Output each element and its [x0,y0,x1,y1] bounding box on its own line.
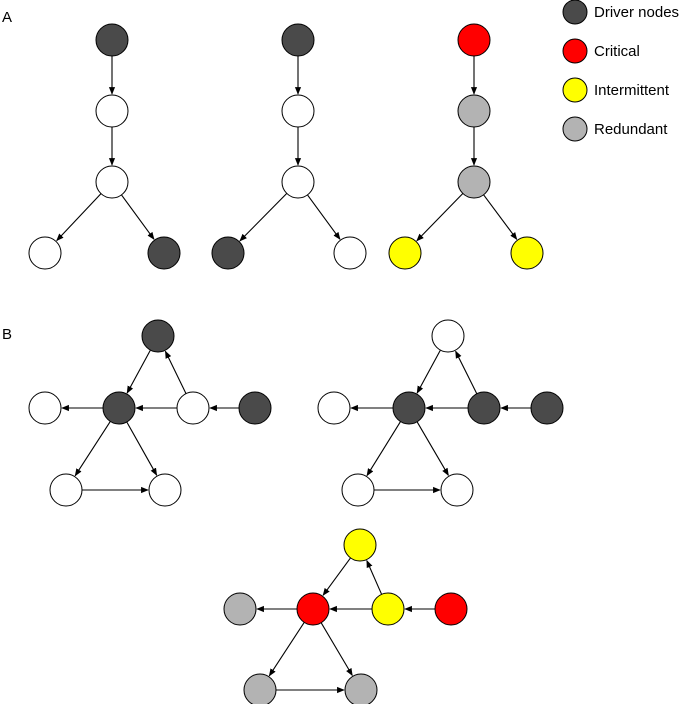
graph-b2-edge-0 [416,349,441,394]
graph-a1-node-2-plain [95,165,129,199]
graph-a2-node-1-plain [281,94,315,128]
graph-a1-node-1-plain [95,94,129,128]
legend-swatch-redundant [562,116,588,142]
graph-b3-edge-5 [268,622,305,677]
graph-b1-edge-0 [126,349,151,394]
panel-b-label: B [2,326,12,343]
graph-b3-edge-0 [322,557,351,596]
graph-b3-node-1-redundant [223,592,257,626]
graph-a2 [211,23,367,270]
legend-swatch-intermittent [562,77,588,103]
graph-b1-node-0-driver [141,319,175,353]
graph-b1-edge-3 [164,350,187,394]
graph-a1-node-0-driver [95,23,129,57]
graph-b3-node-0-intermittent [343,528,377,562]
graph-a1-node-3-plain [28,236,62,270]
legend-label-intermittent: Intermittent [594,82,670,99]
legend-swatch-critical [562,38,588,64]
graph-a2-node-0-driver [281,23,315,57]
legend-label-critical: Critical [594,43,640,60]
graph-b1-node-3-plain [176,391,210,425]
graph-a3-edge-2 [416,193,464,242]
graph-b2-node-5-plain [341,473,375,507]
graph-b1-node-6-plain [148,473,182,507]
graph-a2-node-4-plain [333,236,367,270]
graph-a2-node-3-driver [211,236,245,270]
graph-a2-edge-2 [239,193,288,242]
graph-b2-node-2-driver [392,391,426,425]
graph-b3-edge-6 [320,622,353,677]
graph-b1 [28,319,272,507]
graph-b3-node-5-redundant [243,673,277,704]
graph-b1-node-4-driver [238,391,272,425]
graph-b3-node-2-critical [296,592,330,626]
graph-b2 [317,319,564,507]
legend-swatch-driver [562,0,588,25]
graph-a2-edge-3 [307,194,341,240]
graph-a3-edge-3 [483,194,518,241]
graph-a1-edge-2 [56,193,102,242]
graph-b2-edge-3 [455,350,478,394]
graph-b3-node-6-redundant [344,673,378,704]
graph-a1 [28,23,181,270]
panel-a-label: A [2,9,12,26]
graph-a2-node-2-plain [281,165,315,199]
graph-b2-node-1-plain [317,391,351,425]
graph-b1-node-2-driver [102,391,136,425]
graph-a3-node-2-redundant [457,165,491,199]
legend-label-driver: Driver nodes [594,4,679,21]
graph-a3-node-1-redundant [457,94,491,128]
graph-b2-node-4-driver [530,391,564,425]
graph-b2-node-3-driver [467,391,501,425]
graph-b3 [223,528,468,704]
graph-a3-node-0-critical [457,23,491,57]
graph-a3-node-4-intermittent [510,236,544,270]
graph-b3-edge-3 [366,559,383,595]
legend-label-redundant: Redundant [594,121,668,138]
graph-b1-node-5-plain [49,473,83,507]
graph-b1-edge-5 [74,421,111,477]
graph-b2-node-6-plain [440,473,474,507]
graphs [28,23,564,704]
graph-b2-node-0-plain [431,319,465,353]
graph-a1-node-4-driver [147,236,181,270]
graph-a1-edge-3 [121,194,155,240]
graph-b1-node-1-plain [28,391,62,425]
graph-b2-edge-5 [366,421,401,477]
graph-b3-node-3-intermittent [371,592,405,626]
graph-a3-node-3-intermittent [388,236,422,270]
legend: Driver nodesCriticalIntermittentRedundan… [562,0,679,142]
graph-b1-edge-6 [126,421,158,476]
graph-b2-edge-6 [416,421,449,476]
graph-a3 [388,23,544,270]
graph-b3-node-4-critical [434,592,468,626]
